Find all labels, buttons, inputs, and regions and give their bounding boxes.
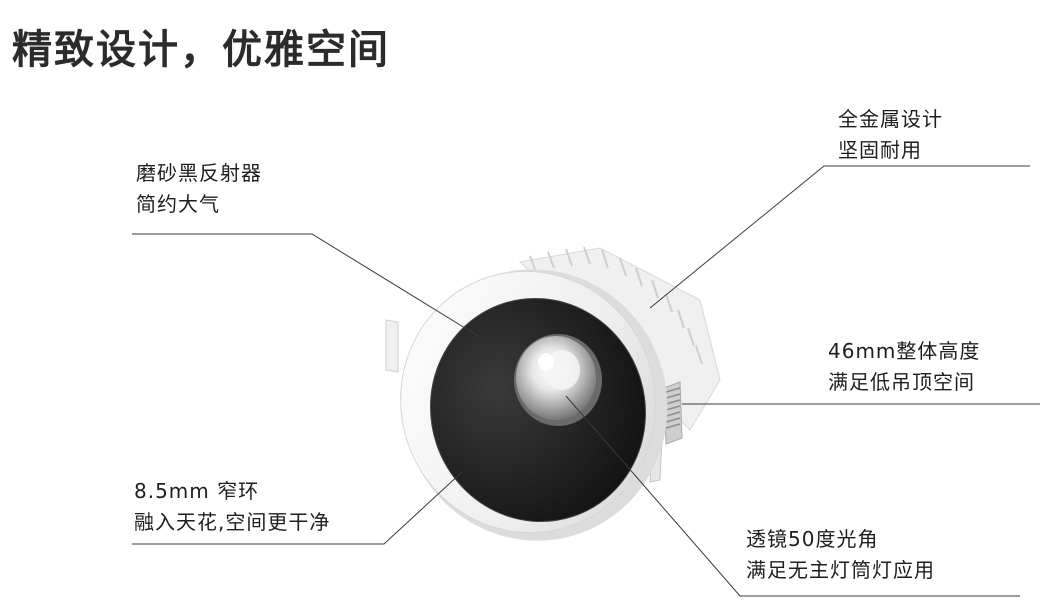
- page-title: 精致设计，优雅空间: [12, 27, 390, 73]
- leader-line-reflector: [132, 233, 479, 337]
- callout-ring: 8.5mm 窄环 融入天花,空间更干净: [134, 476, 330, 538]
- callout-height-line1: 46mm整体高度: [828, 339, 981, 363]
- callout-lens: 透镜50度光角 满足无主灯筒灯应用: [746, 524, 935, 586]
- callout-lens-line2: 满足无主灯筒灯应用: [746, 558, 935, 582]
- callout-ring-line2: 融入天花,空间更干净: [134, 510, 331, 534]
- callout-height-line2: 满足低吊顶空间: [828, 370, 975, 394]
- callout-lens-line1: 透镜50度光角: [746, 527, 879, 551]
- leader-line-metal: [649, 165, 1030, 309]
- callout-reflector-line2: 简约大气: [136, 192, 220, 216]
- callout-reflector: 磨砂黑反射器 简约大气: [136, 158, 262, 220]
- leader-line-lens: [565, 395, 1020, 597]
- callout-metal: 全金属设计 坚固耐用: [838, 104, 943, 166]
- callout-ring-line1: 8.5mm 窄环: [134, 479, 260, 503]
- callout-metal-line1: 全金属设计: [838, 107, 943, 131]
- leader-lines: [132, 165, 1040, 597]
- callout-metal-line2: 坚固耐用: [838, 138, 922, 162]
- lens: [514, 334, 602, 426]
- callout-height: 46mm整体高度 满足低吊顶空间: [828, 336, 980, 398]
- callout-reflector-line1: 磨砂黑反射器: [136, 161, 262, 185]
- leader-line-ring: [132, 471, 463, 545]
